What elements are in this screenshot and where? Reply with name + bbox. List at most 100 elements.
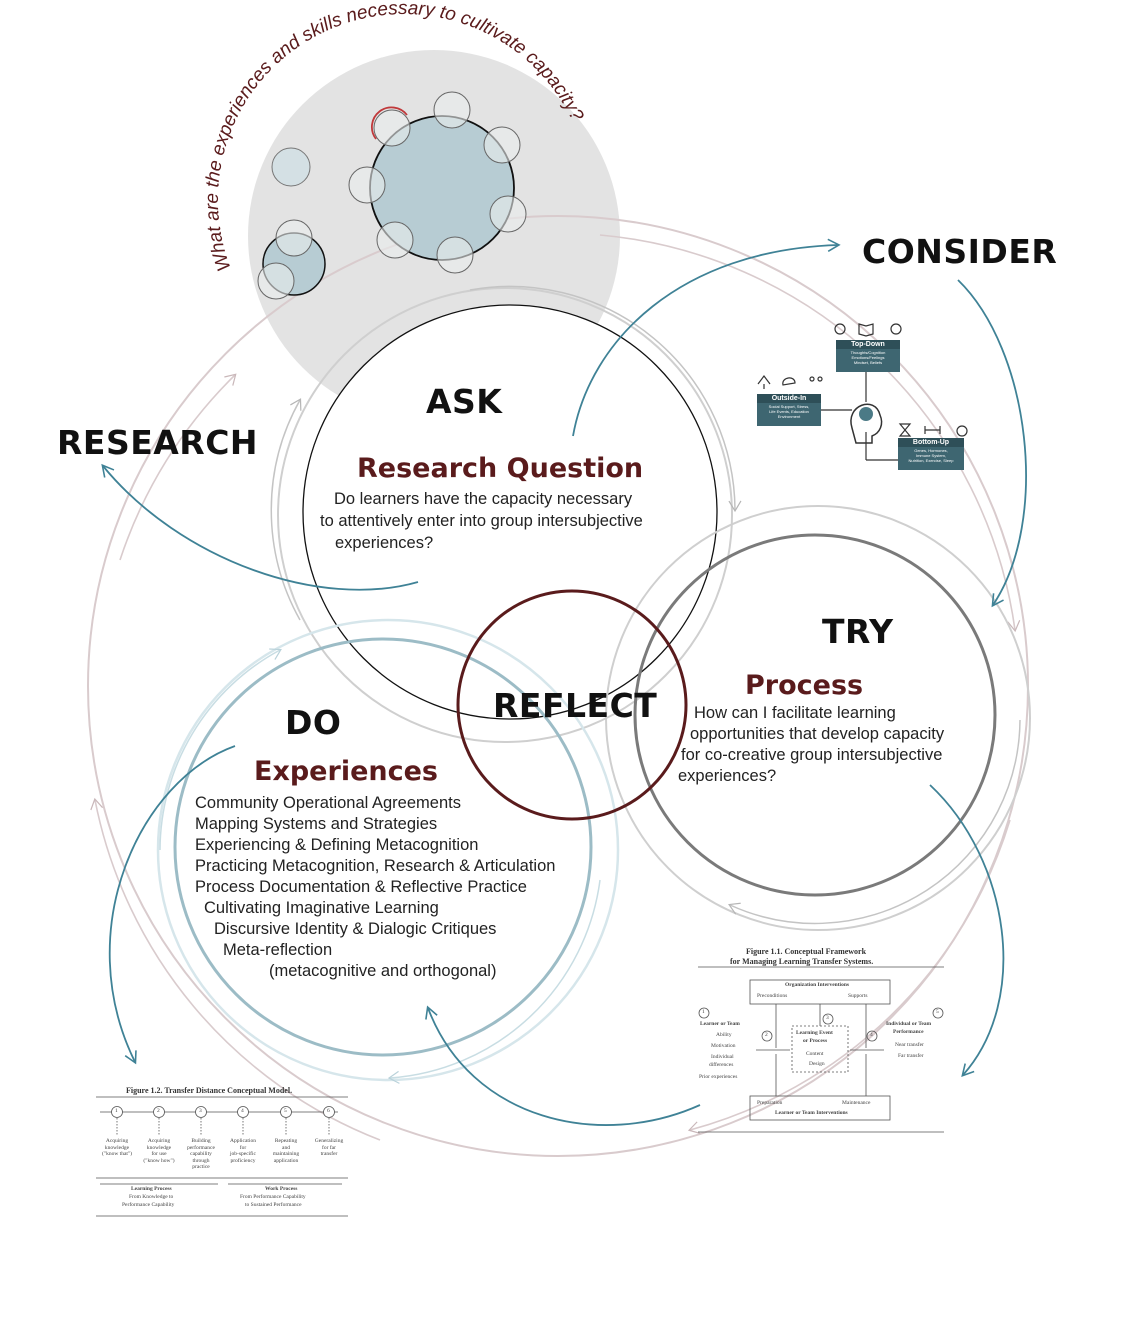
maintenance-label: Maintenance [842, 1100, 871, 1106]
learning-process-sub-1: From Knowledge to [129, 1194, 174, 1200]
near-transfer-label: Near transfer [895, 1042, 924, 1048]
outside-in-box: Outside-In Social Support, Stress, Life … [757, 394, 821, 426]
outcome-label-1: Individual or Team [886, 1021, 932, 1027]
ask-subtitle: Research Question [357, 453, 644, 484]
head-icon [850, 403, 883, 444]
step-caption-line: transfer [320, 1151, 338, 1157]
step-caption-line: practice [192, 1164, 210, 1170]
step-caption-line: Generalizing [314, 1138, 344, 1144]
learner-team-label: Learner or Team [700, 1021, 740, 1027]
num-2: 2 [765, 1032, 768, 1038]
top-down-title: Top-Down [836, 340, 900, 349]
outside-in-text: Environment [777, 414, 801, 419]
ask-outer-ring [277, 287, 733, 743]
org-interventions-label: Organization Interventions [785, 982, 850, 988]
preparation-label: Preparation [757, 1100, 783, 1106]
step-caption-line: and [282, 1144, 290, 1151]
top-down-text: Emotions/Feelings [851, 355, 885, 360]
do-item: Mapping Systems and Strategies [195, 815, 438, 833]
step-caption-line: knowledge [104, 1144, 130, 1151]
try-outer-ring [605, 505, 1031, 931]
learner-interventions-label: Learner or Team Interventions [775, 1110, 848, 1116]
figure-1-2-title: Figure 1.2. Transfer Distance Conceptual… [126, 1086, 293, 1095]
step-caption-line: for use [151, 1151, 167, 1157]
outside-in-text: Life Events, Education [769, 409, 809, 414]
work-process-sub-2: to Sustained Performance [245, 1202, 302, 1208]
bottom-up-title: Bottom-Up [898, 438, 964, 447]
step-caption-line: Repeating [274, 1138, 298, 1144]
event-label-1: Learning Event [796, 1030, 833, 1036]
step-caption-line: ("know that") [102, 1151, 132, 1157]
step-caption-line: through [192, 1157, 210, 1164]
step-caption-line: ("know how") [143, 1157, 175, 1164]
step-number: 4 [241, 1108, 244, 1114]
do-item: Process Documentation & Reflective Pract… [195, 878, 527, 896]
ask-line: to attentively enter into group intersub… [320, 512, 643, 530]
step-caption-line: for far [322, 1144, 336, 1151]
stage-reflect: REFLECT [493, 686, 658, 725]
outside-in-title: Outside-In [757, 394, 821, 403]
do-item: Cultivating Imaginative Learning [204, 899, 439, 917]
figure-1-1-title-1: Figure 1.1. Conceptual Framework [746, 947, 867, 956]
try-line: opportunities that develop capacity [690, 725, 945, 743]
step-number: 1 [115, 1108, 118, 1114]
do-item: Discursive Identity & Dialogic Critiques [214, 920, 497, 938]
try-line: How can I facilitate learning [694, 704, 896, 722]
ask-line: Do learners have the capacity necessary [334, 490, 633, 508]
try-line: experiences? [678, 767, 777, 785]
bottom-up-text: Immune System, [915, 453, 946, 458]
do-item: Meta-reflection [223, 941, 333, 959]
top-down-text: Thoughts/Cognition [850, 350, 886, 355]
far-transfer-label: Far transfer [898, 1053, 924, 1059]
step-caption-line: job-specific [230, 1151, 256, 1157]
do-subtitle: Experiences [254, 756, 438, 787]
outcome-label-2: Performance [893, 1029, 924, 1035]
try-subtitle: Process [745, 670, 864, 701]
figure-1-2-lines [96, 1096, 348, 1217]
arrow-ask-to-research [101, 463, 419, 591]
arrow-ask-to-consider [572, 238, 841, 437]
stage-ask: ASK [426, 382, 503, 421]
step-caption-line: application [273, 1157, 299, 1164]
do-item: (metacognitive and orthogonal) [269, 962, 497, 980]
step-caption-line: Acquiring [147, 1138, 171, 1144]
top-down-box: Top-Down Thoughts/Cognition Emotions/Fee… [836, 340, 900, 372]
supports-label: Supports [848, 993, 868, 999]
step-caption-line: for [239, 1144, 247, 1151]
do-item: Practicing Metacognition, Research & Art… [195, 857, 556, 875]
step-caption-line: maintaining [272, 1151, 300, 1157]
ability-label: Ability [716, 1032, 732, 1038]
num-3: 3 [826, 1015, 829, 1021]
motivation-label: Motivation [711, 1043, 736, 1049]
stage-research: RESEARCH [57, 423, 259, 462]
num-4: 4 [870, 1032, 873, 1038]
figure-1-1-number-rings [698, 1007, 944, 1042]
arrow-figure-to-do [425, 1005, 701, 1126]
step-number: 6 [327, 1108, 330, 1114]
work-process-label: Work Process [265, 1186, 298, 1192]
stage-try: TRY [822, 612, 894, 651]
arrow-do-to-figure [108, 745, 236, 1065]
figure-1-1-title-2: for Managing Learning Transfer Systems. [730, 957, 874, 966]
step-caption-line: performance [187, 1144, 215, 1151]
arrow-consider-to-try [957, 279, 1027, 608]
preconditions-label: Preconditions [757, 993, 788, 999]
figure-1-2-step-rings [111, 1106, 335, 1118]
ask-circle [302, 304, 718, 720]
figure-1-1-lines [698, 966, 944, 1133]
mini-icons [757, 323, 968, 437]
step-number: 2 [157, 1108, 160, 1114]
outside-in-text: Social Support, Stress, [768, 404, 810, 409]
work-process-sub-1: From Performance Capability [240, 1194, 306, 1200]
step-caption-line: capability [190, 1151, 212, 1157]
arrow-try-to-figure [929, 784, 1005, 1077]
num-1: 1 [702, 1009, 705, 1015]
step-number: 5 [284, 1108, 287, 1114]
top-down-text: Mindset, Beliefs [853, 360, 883, 365]
stage-consider: CONSIDER [862, 232, 1058, 271]
step-caption-line: Acquiring [105, 1138, 129, 1144]
step-caption-line: Application [230, 1138, 256, 1144]
do-item: Community Operational Agreements [195, 794, 461, 812]
differences-label: differences [709, 1062, 734, 1068]
